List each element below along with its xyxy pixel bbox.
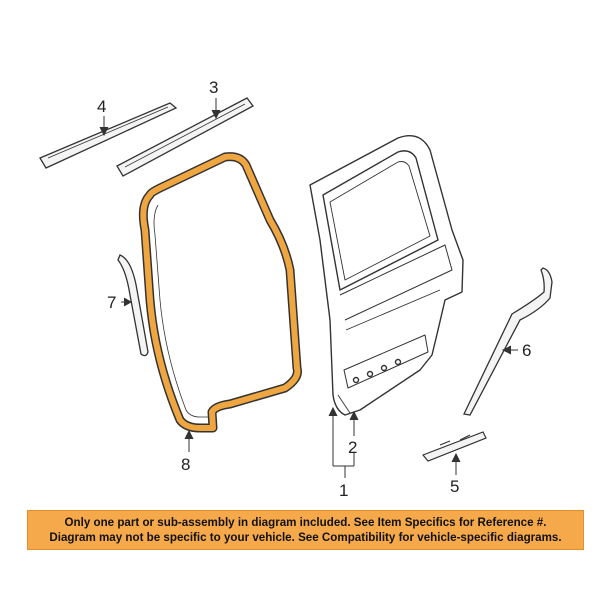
- callout-7: 7: [107, 293, 116, 312]
- callout-2: 2: [348, 438, 357, 457]
- part-6-channel: [463, 267, 553, 416]
- part-3-belt-molding: [116, 97, 254, 177]
- callout-5: 5: [450, 477, 459, 496]
- part-1-door-shell: [309, 135, 464, 416]
- notice-line-1: Only one part or sub-assembly in diagram…: [64, 516, 547, 529]
- callout-8: 8: [181, 455, 190, 474]
- callout-4: 4: [97, 97, 106, 116]
- callout-1: 1: [339, 481, 348, 500]
- part-5-lower-molding: [422, 431, 487, 462]
- part-7-applique: [117, 254, 149, 357]
- notice-banner: Only one part or sub-assembly in diagram…: [27, 510, 584, 550]
- callout-6: 6: [522, 341, 531, 360]
- part-4-molding: [39, 102, 178, 169]
- callout-3: 3: [209, 78, 218, 97]
- leader-lines: [99, 98, 518, 478]
- notice-line-2: Diagram may not be specific to your vehi…: [49, 531, 562, 544]
- part-8-weatherstrip: [138, 152, 302, 433]
